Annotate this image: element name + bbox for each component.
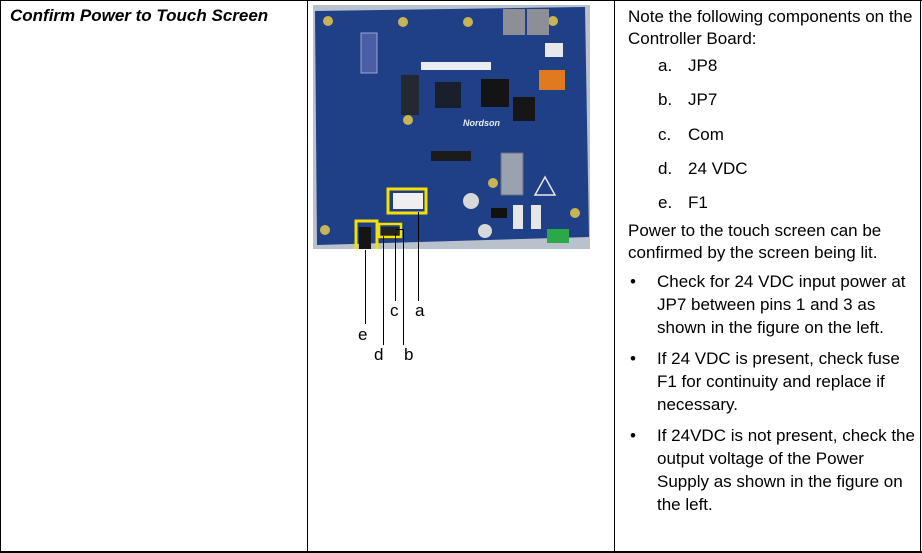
table-border-bottom	[0, 551, 922, 553]
list-item: •If 24VDC is not present, check the outp…	[630, 426, 915, 515]
ethernet-jack-1	[503, 9, 525, 35]
instructions: Note the following components on the Con…	[628, 6, 916, 524]
f1-fuse	[359, 227, 371, 249]
highlight-f1	[354, 219, 379, 249]
capacitor-2	[478, 224, 492, 238]
white-header	[545, 43, 563, 57]
check-list: •Check for 24 VDC input power at JP7 bet…	[628, 270, 916, 516]
list-item: b.JP7	[658, 90, 718, 110]
table-border-left	[0, 0, 1, 553]
leader-tick-b	[396, 229, 404, 230]
ethernet-jack-2	[527, 9, 549, 35]
leader-line-d	[383, 236, 384, 345]
leader-line-a	[418, 212, 419, 301]
table-border-right	[920, 0, 921, 553]
leader-line-c	[395, 233, 396, 301]
warning-mark	[533, 175, 557, 196]
list-item: •If 24 VDC is present, check fuse F1 for…	[630, 349, 900, 415]
list-item: •Check for 24 VDC input power at JP7 bet…	[630, 272, 906, 338]
column-divider-2	[614, 0, 615, 553]
capacitor-1	[463, 193, 479, 209]
processor-chip	[435, 82, 461, 108]
chip-2	[513, 97, 535, 121]
fuse-holder-2	[531, 205, 541, 229]
component-list: a.JP8 b.JP7 c.Com d.24 VDC e.F1	[628, 55, 916, 214]
list-item: a.JP8	[658, 56, 718, 75]
ribbon-header	[431, 151, 471, 161]
controller-board	[315, 7, 589, 245]
header-block	[401, 75, 419, 115]
highlight-jp7	[377, 222, 403, 239]
highlight-jp8	[386, 187, 428, 215]
board-logo: Nordson	[463, 118, 501, 128]
memory-chip	[481, 79, 509, 107]
callout-c: c	[390, 301, 399, 320]
intro-text: Note the following components on the Con…	[628, 7, 913, 48]
db9-connector	[500, 152, 524, 196]
label-sticker	[421, 62, 491, 70]
column-divider-1	[307, 0, 308, 553]
black-connector	[491, 208, 507, 218]
callout-a: a	[415, 301, 425, 320]
leader-line-e	[365, 250, 366, 324]
callout-d: d	[374, 345, 384, 364]
power-note: Power to the touch screen can be confirm…	[628, 221, 882, 263]
orange-relay	[539, 70, 565, 90]
callout-e: e	[358, 325, 368, 344]
vga-connector	[360, 32, 378, 74]
callout-b: b	[404, 345, 414, 364]
jp8-connector	[393, 193, 423, 209]
list-item: e.F1	[658, 193, 708, 213]
table-border-top	[0, 0, 922, 1]
leader-line-b	[403, 229, 404, 345]
controller-board-photo: Nordson	[313, 5, 590, 249]
step-title: Confirm Power to Touch Screen	[10, 6, 269, 25]
list-item: c.Com	[658, 124, 724, 144]
fuse-holder-1	[513, 205, 523, 229]
list-item: d.24 VDC	[658, 158, 748, 178]
green-terminal	[547, 229, 569, 243]
